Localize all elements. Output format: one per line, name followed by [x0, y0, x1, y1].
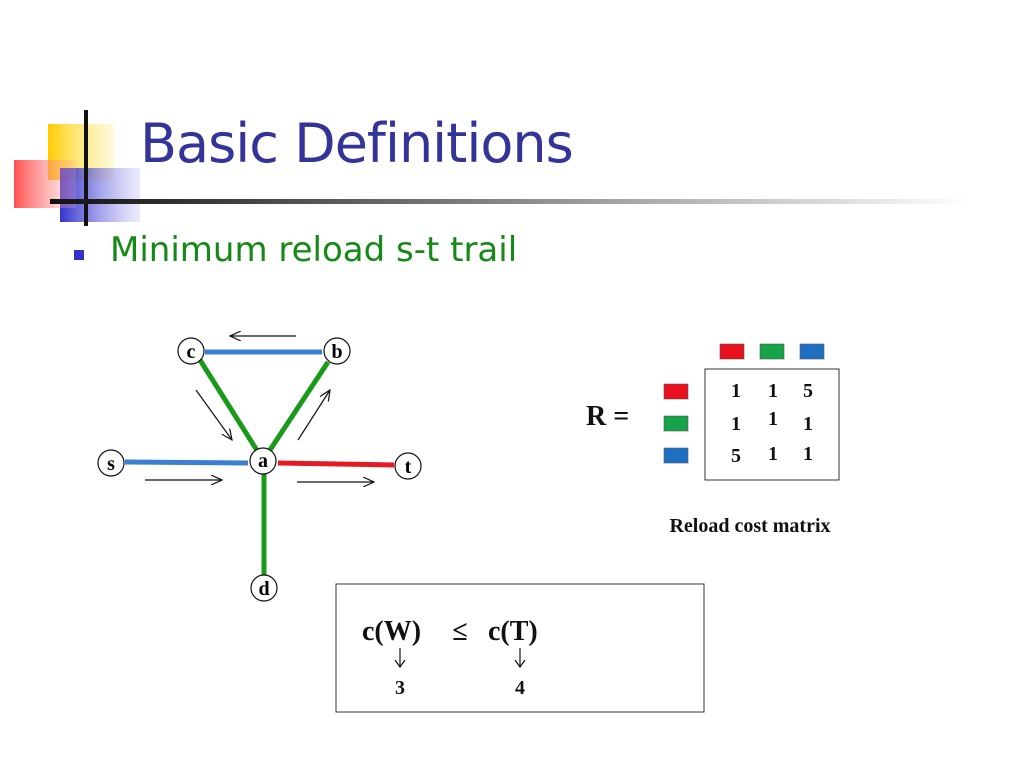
edge-a-t	[277, 460, 395, 468]
cost-comparison-box: c(W) ≤ c(T) 3 4	[335, 583, 705, 713]
bullet-marker	[74, 250, 84, 260]
node-b-label: b	[331, 341, 342, 363]
node-t: t	[394, 452, 422, 480]
matrix-cell: 1	[768, 380, 778, 402]
matrix-cell: 1	[768, 443, 778, 465]
node-a: a	[249, 447, 277, 475]
matrix-cell: 5	[803, 380, 813, 402]
cost-left-value: 3	[395, 677, 405, 699]
matrix-label: R =	[586, 401, 629, 432]
node-b: b	[323, 337, 351, 365]
color-swatch-col-red	[719, 343, 745, 360]
matrix-caption: Reload cost matrix	[669, 515, 830, 537]
cost-right-value: 4	[515, 677, 525, 699]
trail-arrows	[145, 336, 374, 482]
node-s-label: s	[107, 453, 115, 475]
arrow-a-to-b	[297, 390, 330, 441]
edge-s-a	[124, 459, 249, 466]
matrix-cell: 1	[731, 380, 741, 402]
reload-cost-matrix: R = 1 1 5 1 1 1 5 1 1 Reload cost matrix	[586, 343, 840, 537]
page-title: Basic Definitions	[140, 112, 574, 175]
node-s: s	[97, 449, 125, 477]
color-swatch-col-green	[759, 343, 785, 360]
node-c-label: c	[187, 341, 196, 363]
cost-right: c(T)	[488, 616, 538, 647]
edge-b-a	[267, 360, 331, 452]
graph-nodes: c b s a t d	[97, 337, 422, 602]
node-t-label: t	[405, 456, 412, 478]
cost-left: c(W)	[362, 616, 421, 647]
deco-vertical-line	[84, 110, 88, 226]
decorative-corner-graphic	[14, 110, 970, 226]
node-c: c	[177, 337, 205, 365]
node-d: d	[250, 574, 278, 602]
graph-edges	[124, 349, 395, 576]
node-a-label: a	[258, 450, 268, 472]
edge-c-a	[197, 358, 261, 454]
down-arrow-icon	[514, 648, 526, 669]
arrow-c-to-a	[195, 389, 232, 440]
node-d-label: d	[258, 578, 269, 600]
matrix-cell: 1	[768, 408, 778, 430]
bullet-text: Minimum reload s-t trail	[110, 230, 518, 270]
color-swatch-row-blue	[663, 447, 689, 464]
down-arrow-icon	[394, 648, 406, 669]
matrix-cell: 1	[803, 413, 813, 435]
matrix-cell: 1	[731, 413, 741, 435]
color-swatch-row-green	[663, 415, 689, 432]
matrix-cell: 5	[731, 445, 741, 467]
color-swatch-col-blue	[799, 343, 825, 360]
cost-relation: ≤	[452, 616, 467, 647]
matrix-cell: 1	[803, 443, 813, 465]
color-swatch-row-red	[663, 383, 689, 400]
matrix-box	[704, 368, 840, 481]
title-underline	[50, 199, 970, 204]
